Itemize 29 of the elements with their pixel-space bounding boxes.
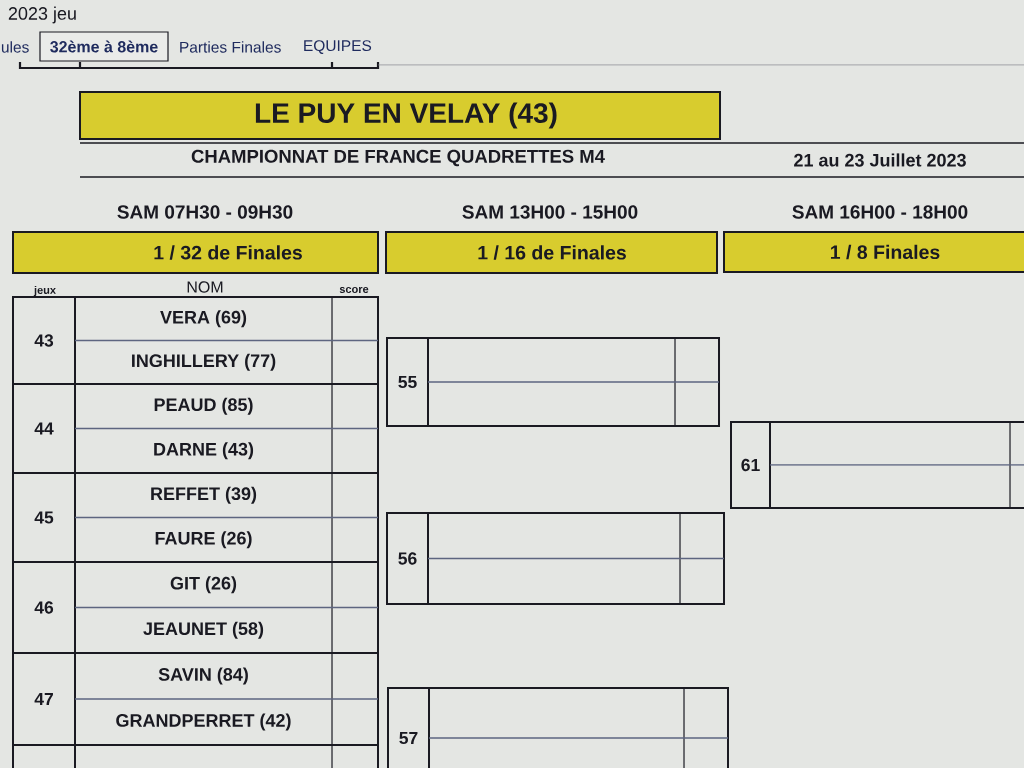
header-text: 2023 jeu (8, 6, 76, 24)
team-name: JEAUNET (58) (143, 621, 264, 639)
team-name: PEAUD (85) (154, 397, 253, 415)
tab: 32ème à 8ème (39, 31, 169, 62)
team-name: FAURE (26) (155, 531, 252, 549)
round-header: 1 / 8 Finales (723, 231, 1024, 273)
match-box: 57 (387, 687, 729, 768)
team-name: SAVIN (84) (158, 667, 248, 685)
team-name: INGHILLERY (77) (132, 353, 276, 371)
team-name: VERA (69) (160, 310, 247, 328)
time-slot: SAM 13H00 - 15H00 (462, 205, 638, 219)
round-header: 1 / 16 de Finales (385, 231, 718, 274)
team-name: DARNE (43) (154, 442, 254, 460)
team-name: GRANDPERRET (42) (116, 713, 291, 731)
time-slot: SAM 16H00 - 18H00 (792, 205, 968, 219)
column-header: score (339, 287, 369, 293)
match-box: 55 (386, 337, 720, 427)
match-box: 56 (386, 512, 725, 605)
team-name: GIT (26) (170, 576, 237, 594)
tab-label: EQUIPES (304, 40, 372, 54)
match-box (12, 744, 379, 768)
match-box: 61 (730, 421, 1024, 509)
title-banner: LE PUY EN VELAY (43) (79, 91, 721, 140)
date-text: 21 au 23 Juillet 2023 (794, 153, 966, 167)
time-slot: SAM 07H30 - 09H30 (117, 205, 293, 219)
tab-label: Parties Finales (180, 41, 281, 53)
round-header: 1 / 32 de Finales (12, 231, 379, 274)
column-header: jeux (33, 285, 56, 297)
team-name: REFFET (39) (151, 486, 257, 504)
